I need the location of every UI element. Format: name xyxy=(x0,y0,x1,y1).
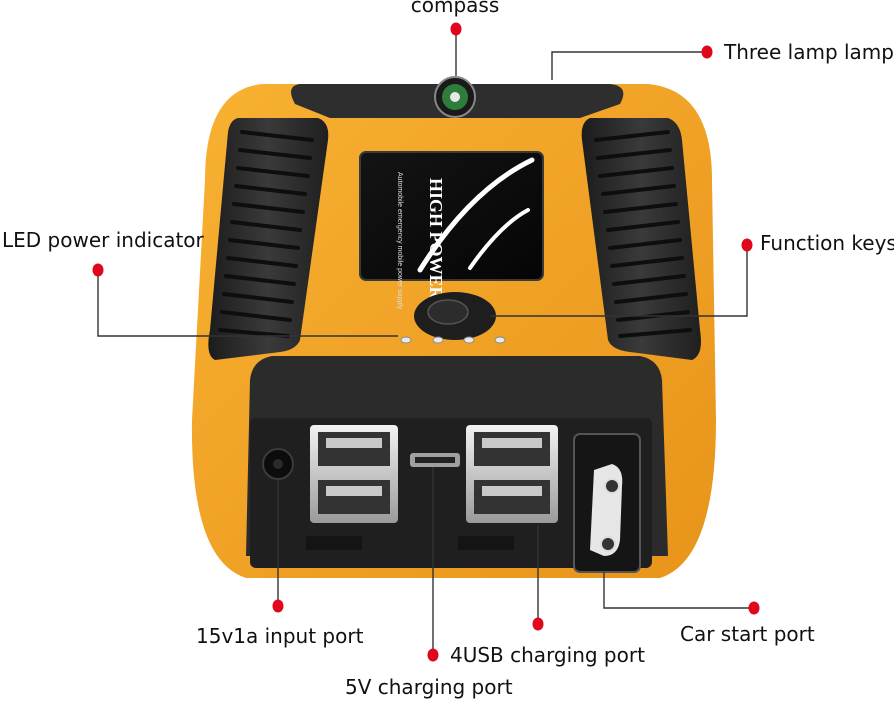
screen-brand: HIGH POWER xyxy=(426,178,446,301)
usb-port-pair-right[interactable] xyxy=(466,425,558,523)
car-start-port[interactable] xyxy=(573,433,641,573)
leader-car xyxy=(603,572,752,609)
label-car-start: Car start port xyxy=(680,622,815,646)
dc-input-jack[interactable] xyxy=(262,448,294,480)
label-5v-port: 5V charging port xyxy=(345,675,513,699)
vent-left xyxy=(306,536,362,550)
label-usb-port: 4USB charging port xyxy=(450,643,645,667)
leader-function xyxy=(490,245,748,317)
compass-dial xyxy=(434,76,476,118)
led-indicators xyxy=(400,336,506,344)
label-function-keys: Function keys xyxy=(760,231,894,255)
power-button[interactable] xyxy=(414,292,496,340)
label-led-indicator: LED power indicator xyxy=(2,228,205,252)
marker-5v xyxy=(427,648,439,662)
display-panel: HIGH POWER Automobile emergency mobile p… xyxy=(359,151,544,310)
label-input-port: 15v1a input port xyxy=(196,624,364,648)
led-2 xyxy=(432,336,444,344)
micro-usb-port[interactable] xyxy=(410,453,460,467)
left-grip xyxy=(208,118,329,360)
jump-starter-device: HIGH POWER Automobile emergency mobile p… xyxy=(191,76,716,578)
marker-usb xyxy=(532,617,544,631)
led-4 xyxy=(494,336,506,344)
marker-function xyxy=(741,238,753,252)
leader-lines xyxy=(97,30,752,654)
label-compass: compass xyxy=(411,0,500,17)
screen-subtitle: Automobile emergency mobile power supply xyxy=(396,172,403,310)
marker-compass xyxy=(450,22,462,36)
led-1 xyxy=(400,336,412,344)
marker-led xyxy=(92,263,104,277)
marker-input xyxy=(272,599,284,613)
right-grip xyxy=(581,118,701,360)
vent-right xyxy=(458,536,514,550)
leader-three-lamp xyxy=(551,51,707,80)
leader-led xyxy=(97,270,398,337)
usb-port-pair-left[interactable] xyxy=(310,425,398,523)
marker-three-lamp xyxy=(701,45,713,59)
marker-car xyxy=(748,601,760,615)
markers xyxy=(92,22,760,662)
label-three-lamp: Three lamp lamp xyxy=(723,40,894,64)
led-3 xyxy=(463,336,475,344)
